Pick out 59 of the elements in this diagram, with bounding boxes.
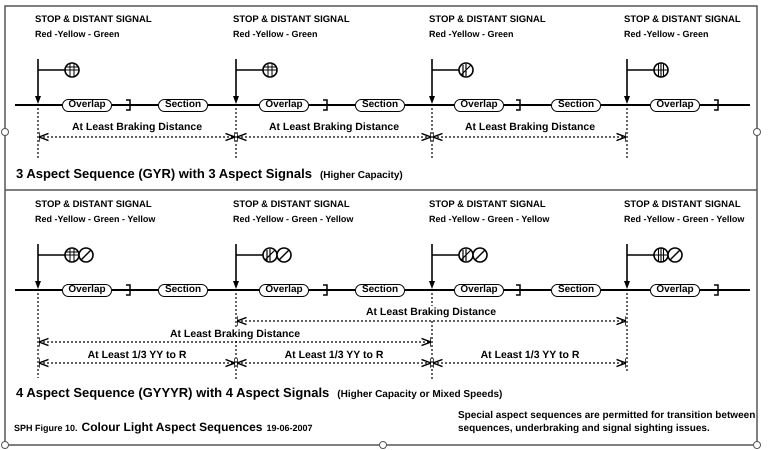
dimension-label: At Least Braking Distance	[168, 328, 302, 342]
aspect-colours: Red -Yellow - Green - Yellow	[429, 213, 550, 226]
track-section-label: Overlap	[62, 98, 112, 112]
track-section-label: Section	[355, 98, 405, 112]
signal-heading: STOP & DISTANT SIGNAL	[233, 13, 350, 27]
track-section-label: Overlap	[454, 284, 504, 296]
track-line	[309, 289, 355, 291]
signal-heading: STOP & DISTANT SIGNAL	[429, 198, 546, 212]
signal-heading: STOP & DISTANT SIGNAL	[624, 13, 741, 27]
track-line	[601, 289, 650, 291]
track-section-label: Section	[158, 284, 208, 296]
track-section-label: Overlap	[650, 98, 700, 112]
aspect-colours: Red -Yellow - Green	[233, 28, 318, 41]
track-line	[112, 104, 158, 106]
aspect-colours: Red -Yellow - Green - Yellow	[35, 213, 156, 226]
track-section-label: Overlap	[454, 98, 504, 112]
track-line	[700, 289, 750, 291]
track-section-label: Overlap	[259, 98, 309, 112]
track-section-label: Overlap	[259, 284, 309, 296]
aspect-colours: Red -Yellow - Green	[624, 28, 709, 41]
track-section-label: Overlap	[62, 284, 112, 296]
signal-heading: STOP & DISTANT SIGNAL	[35, 198, 152, 212]
track-section-label: Overlap	[650, 284, 700, 296]
track-section-label: Section	[355, 284, 405, 296]
sequence-note: (Higher Capacity)	[318, 170, 405, 182]
sequence-heading: 4 Aspect Sequence (GYYYR) with 4 Aspect Signals	[14, 385, 332, 402]
signal-heading: STOP & DISTANT SIGNAL	[233, 198, 350, 212]
track-line	[504, 104, 551, 106]
track-line	[15, 289, 62, 291]
aspect-colours: Red -Yellow - Green - Yellow	[624, 213, 744, 226]
sequence-note: (Higher Capacity or Mixed Speeds)	[335, 389, 504, 402]
track-line	[15, 104, 62, 106]
track-line	[601, 104, 650, 106]
dimension-label: At Least Braking Distance	[266, 121, 402, 134]
sequence-heading: 3 Aspect Sequence (GYR) with 3 Aspect Signals	[14, 166, 314, 182]
figure-date: 19-06-2007	[266, 422, 312, 435]
track-line	[208, 104, 259, 106]
signal-heading: STOP & DISTANT SIGNAL	[35, 13, 152, 27]
track-line	[309, 104, 355, 106]
dimension-label: At Least Braking Distance	[364, 306, 498, 320]
dimension-label: At Least Braking Distance	[70, 121, 204, 134]
note-text: Special aspect sequences are permitted for transition between sequences, underbraking and signal sighting issues.	[458, 409, 756, 435]
figure-title: Colour Light Aspect Sequences	[82, 419, 262, 436]
track-line	[504, 289, 551, 291]
aspect-colours: Red -Yellow - Green - Yellow	[233, 213, 354, 226]
track-section-label: Section	[158, 98, 208, 112]
track-line	[112, 289, 158, 291]
aspect-colours: Red -Yellow - Green	[35, 28, 120, 41]
track-line	[208, 289, 259, 291]
signal-heading: STOP & DISTANT SIGNAL	[429, 13, 546, 27]
signal-heading: STOP & DISTANT SIGNAL	[624, 198, 741, 212]
figure-number: SPH Figure 10.	[14, 422, 78, 435]
track-line	[405, 104, 454, 106]
aspect-colours: Red -Yellow - Green	[429, 28, 514, 41]
track-section-label: Section	[551, 98, 601, 112]
track-line	[405, 289, 454, 291]
dimension-label: At Least Braking Distance	[462, 121, 598, 134]
track-section-label: Section	[551, 284, 601, 296]
track-line	[700, 104, 750, 106]
